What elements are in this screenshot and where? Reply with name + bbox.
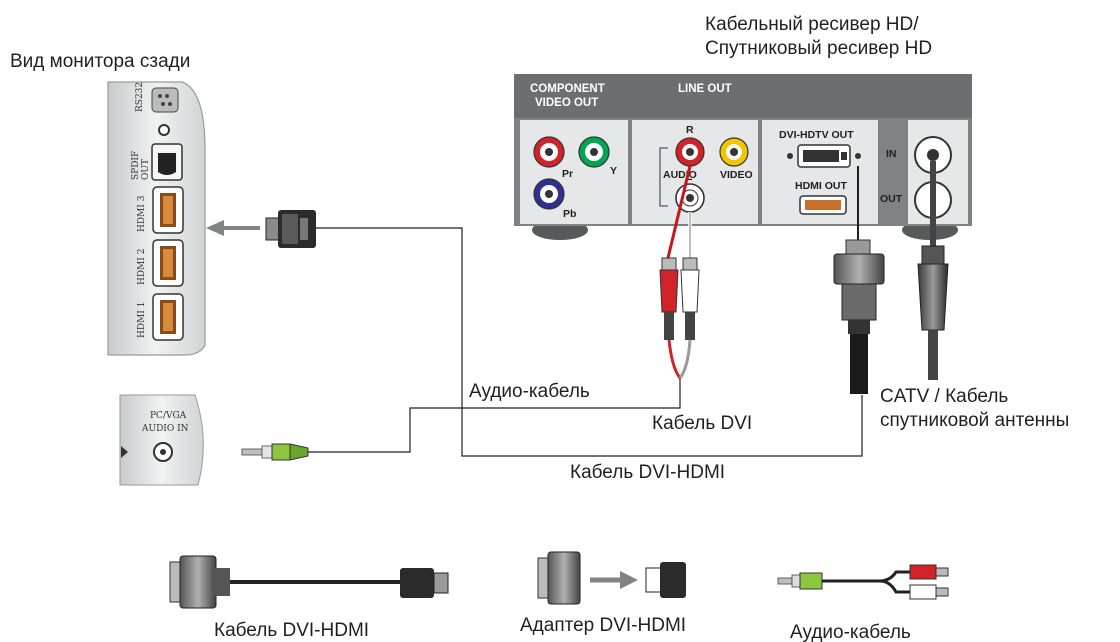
rca-audio-plugs	[659, 165, 700, 379]
svg-text:Аудио-кабель: Аудио-кабель	[790, 622, 911, 642]
legend-audio-cable: Аудио-кабель	[777, 564, 949, 642]
dvi-hdmi-cable-line	[316, 227, 863, 457]
hdmi-out-port: HDMI OUT	[795, 180, 847, 215]
svg-text:HDMI 1: HDMI 1	[137, 302, 147, 338]
svg-text:Адаптер DVI-HDMI: Адаптер DVI-HDMI	[520, 615, 686, 636]
svg-text:HDMI 3: HDMI 3	[137, 195, 147, 232]
catv-label-line2: спутниковой антенны	[880, 410, 1069, 431]
svg-text:DVI-HDTV OUT: DVI-HDTV OUT	[779, 129, 854, 141]
svg-text:LINE OUT: LINE OUT	[678, 83, 732, 95]
hdmi-plug-icon	[265, 210, 316, 248]
svg-text:R: R	[686, 124, 694, 136]
video-port: VIDEO	[719, 137, 753, 181]
catv-coax-plug	[917, 161, 949, 380]
monitor-rear-panel: RS232 SPDIF OUT HDMI 3 HDMI 2 HDMI 1	[107, 81, 206, 356]
svg-text:SPDIF: SPDIF	[131, 151, 141, 180]
audio-cable-line	[308, 378, 681, 453]
receiver-back-panel: COMPONENT VIDEO OUT LINE OUT Pr Y Pb AUD…	[514, 74, 972, 240]
svg-text:Pb: Pb	[563, 208, 576, 220]
component-pr-port: Pr	[533, 136, 573, 180]
hdmi3-port: HDMI 3	[137, 186, 184, 234]
svg-text:PC/VGA: PC/VGA	[150, 411, 187, 421]
mini-jack-plug-icon	[241, 443, 309, 461]
catv-label-line1: CATV / Кабель	[880, 386, 1008, 407]
svg-text:VIDEO: VIDEO	[720, 169, 753, 181]
svg-text:HDMI OUT: HDMI OUT	[795, 180, 847, 192]
monitor-rear-view-label: Вид монитора сзади	[10, 51, 190, 72]
component-y-port: Y	[578, 136, 617, 177]
pc-vga-audio-in-panel: PC/VGA AUDIO IN	[119, 394, 204, 486]
arrow-left-icon	[206, 220, 260, 236]
legend-dvi-hdmi-cable: Кабель DVI-HDMI	[169, 555, 449, 641]
svg-text:L: L	[686, 171, 693, 183]
dvi-connector	[833, 166, 885, 394]
dvi-hdmi-cable-label: Кабель DVI-HDMI	[570, 462, 725, 483]
dvi-cable-label: Кабель DVI	[652, 413, 752, 434]
audio-cable-label: Аудио-кабель	[469, 381, 590, 402]
svg-text:VIDEO OUT: VIDEO OUT	[535, 97, 598, 109]
antenna-in-port: IN	[886, 136, 952, 174]
legend-dvi-hdmi-adapter: Адаптер DVI-HDMI	[520, 551, 686, 636]
svg-text:AUDIO IN: AUDIO IN	[141, 424, 189, 434]
svg-text:IN: IN	[886, 148, 897, 160]
hdmi1-port: HDMI 1	[137, 293, 184, 341]
screw-icon	[158, 124, 170, 136]
svg-text:OUT: OUT	[141, 159, 151, 180]
svg-text:HDMI 2: HDMI 2	[137, 249, 147, 285]
svg-text:Y: Y	[610, 165, 617, 177]
svg-text:OUT: OUT	[880, 193, 903, 205]
spdif-out-port: SPDIF OUT	[131, 143, 183, 181]
receiver-title-line1: Кабельный ресивер HD/	[705, 14, 919, 35]
receiver-title-line2: Спутниковый ресивер HD	[705, 38, 932, 59]
svg-text:Кабель DVI-HDMI: Кабель DVI-HDMI	[214, 620, 369, 641]
rs232-port: RS232	[135, 82, 179, 113]
dvi-hdtv-out-port: DVI-HDTV OUT	[779, 129, 861, 168]
audio-r-port: R L	[675, 124, 705, 183]
svg-text:RS232: RS232	[135, 82, 145, 112]
svg-text:Pr: Pr	[562, 168, 573, 180]
svg-text:COMPONENT: COMPONENT	[530, 83, 605, 95]
component-pb-port: Pb	[533, 178, 576, 220]
hdmi2-port: HDMI 2	[137, 239, 184, 287]
